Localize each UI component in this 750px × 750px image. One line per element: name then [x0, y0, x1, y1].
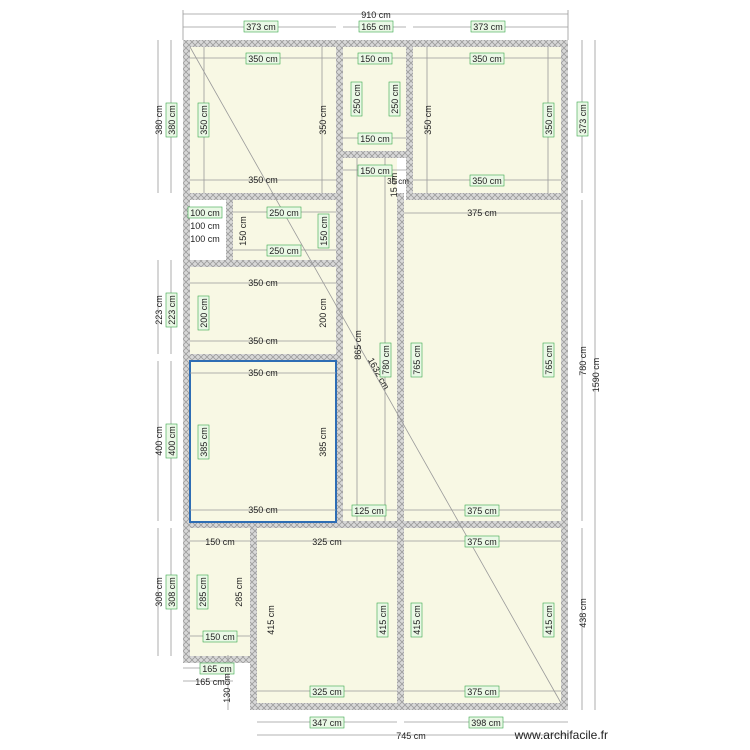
room-hallway[interactable]	[343, 158, 397, 521]
dimension-labels: 910 cm 373 cm 165 cm 373 cm 1590 cm 373 …	[154, 10, 601, 741]
room-bl-top: 150 cm	[205, 537, 235, 547]
room-bm-top: 325 cm	[312, 537, 342, 547]
label-small-35: 35 cm	[387, 177, 409, 186]
label-left-308: 308 cm	[154, 577, 164, 607]
room-br-top: 375 cm	[467, 537, 497, 547]
room-bm-right: 415 cm	[378, 605, 388, 635]
room-top-middle-right: 250 cm	[390, 84, 400, 114]
room-bl-right: 285 cm	[234, 577, 244, 607]
room-midleft-top: 350 cm	[248, 278, 278, 288]
room-large-top: 375 cm	[467, 208, 497, 218]
room-selected-top: 350 cm	[248, 368, 278, 378]
label-left-223b: 223 cm	[167, 295, 177, 325]
room-midleft-bottom: 350 cm	[248, 336, 278, 346]
label-100-b: 100 cm	[190, 221, 220, 231]
room-top-left[interactable]	[190, 47, 336, 193]
watermark: www.archifacile.fr	[514, 728, 608, 742]
room-closet-right: 150 cm	[319, 216, 329, 246]
label-165-b: 165 cm	[195, 677, 225, 687]
room-top-right-top: 350 cm	[472, 54, 502, 64]
room-selected-right: 385 cm	[318, 427, 328, 457]
diagonal-line	[189, 46, 562, 704]
room-midleft-left: 200 cm	[199, 298, 209, 328]
label-left-380b: 380 cm	[167, 105, 177, 135]
label-100-a: 100 cm	[190, 208, 220, 218]
label-right-seg-1: 373 cm	[578, 104, 588, 134]
room-closet-bottom: 250 cm	[269, 246, 299, 256]
room-top-middle-left: 250 cm	[352, 84, 362, 114]
label-top-seg-3: 373 cm	[473, 22, 503, 32]
room-selected-left: 385 cm	[199, 427, 209, 457]
room-bl-left: 285 cm	[198, 577, 208, 607]
label-right-seg-2: 780 cm	[578, 346, 588, 376]
label-165-a: 165 cm	[202, 664, 232, 674]
room-selected-bottom: 350 cm	[248, 505, 278, 515]
room-br-right: 415 cm	[544, 605, 554, 635]
label-bottom-347: 347 cm	[312, 718, 342, 728]
room-midleft-right: 200 cm	[318, 298, 328, 328]
room-hallway-left: 865 cm	[353, 330, 363, 360]
room-top-left-top: 350 cm	[248, 54, 278, 64]
room-hallway-bottom: 125 cm	[354, 506, 384, 516]
label-130: 130 cm	[222, 673, 232, 703]
room-bm-bottom: 325 cm	[312, 687, 342, 697]
label-bottom-745: 745 cm	[396, 731, 426, 741]
room-bottom-middle[interactable]	[257, 528, 397, 703]
room-large-left: 765 cm	[412, 345, 422, 375]
room-bottom-right[interactable]	[404, 528, 561, 703]
label-left-400: 400 cm	[154, 426, 164, 456]
room-hallway-right: 780 cm	[381, 345, 391, 375]
room-closet-top: 250 cm	[269, 208, 299, 218]
label-left-400b: 400 cm	[167, 426, 177, 456]
room-hallway-top: 150 cm	[360, 166, 390, 176]
room-br-left: 415 cm	[412, 605, 422, 635]
room-top-middle-bottom: 150 cm	[360, 134, 390, 144]
room-br-bottom: 375 cm	[467, 687, 497, 697]
label-left-380: 380 cm	[154, 105, 164, 135]
label-100-c: 100 cm	[190, 234, 220, 244]
room-top-right-bottom: 350 cm	[472, 176, 502, 186]
room-top-right-left: 350 cm	[423, 105, 433, 135]
label-right-total: 1590 cm	[591, 358, 601, 393]
label-top-seg-1: 373 cm	[246, 22, 276, 32]
room-large-bottom: 375 cm	[467, 506, 497, 516]
label-total-width: 910 cm	[361, 10, 391, 20]
room-top-middle-top: 150 cm	[360, 54, 390, 64]
label-left-223: 223 cm	[154, 295, 164, 325]
room-large-right: 765 cm	[544, 345, 554, 375]
label-top-seg-2: 165 cm	[361, 22, 391, 32]
walls	[183, 40, 568, 710]
selection-outline	[189, 360, 337, 523]
room-selected[interactable]	[190, 361, 336, 521]
room-mid-left[interactable]	[190, 267, 336, 354]
room-closet-left: 150 cm	[238, 216, 248, 246]
room-top-right[interactable]	[413, 47, 561, 193]
room-top-left-right: 350 cm	[318, 105, 328, 135]
label-left-308b: 308 cm	[167, 577, 177, 607]
label-small-15: 15 cm	[389, 173, 399, 198]
room-top-right-right: 350 cm	[544, 105, 554, 135]
room-large-right[interactable]	[404, 200, 561, 521]
room-top-left-bottom: 350 cm	[248, 175, 278, 185]
room-top-left-left: 350 cm	[199, 105, 209, 135]
label-right-seg-3: 438 cm	[578, 598, 588, 628]
label-bottom-398: 398 cm	[471, 718, 501, 728]
room-fills	[190, 47, 561, 703]
room-bm-left: 415 cm	[266, 605, 276, 635]
room-bl-bottom: 150 cm	[205, 632, 235, 642]
